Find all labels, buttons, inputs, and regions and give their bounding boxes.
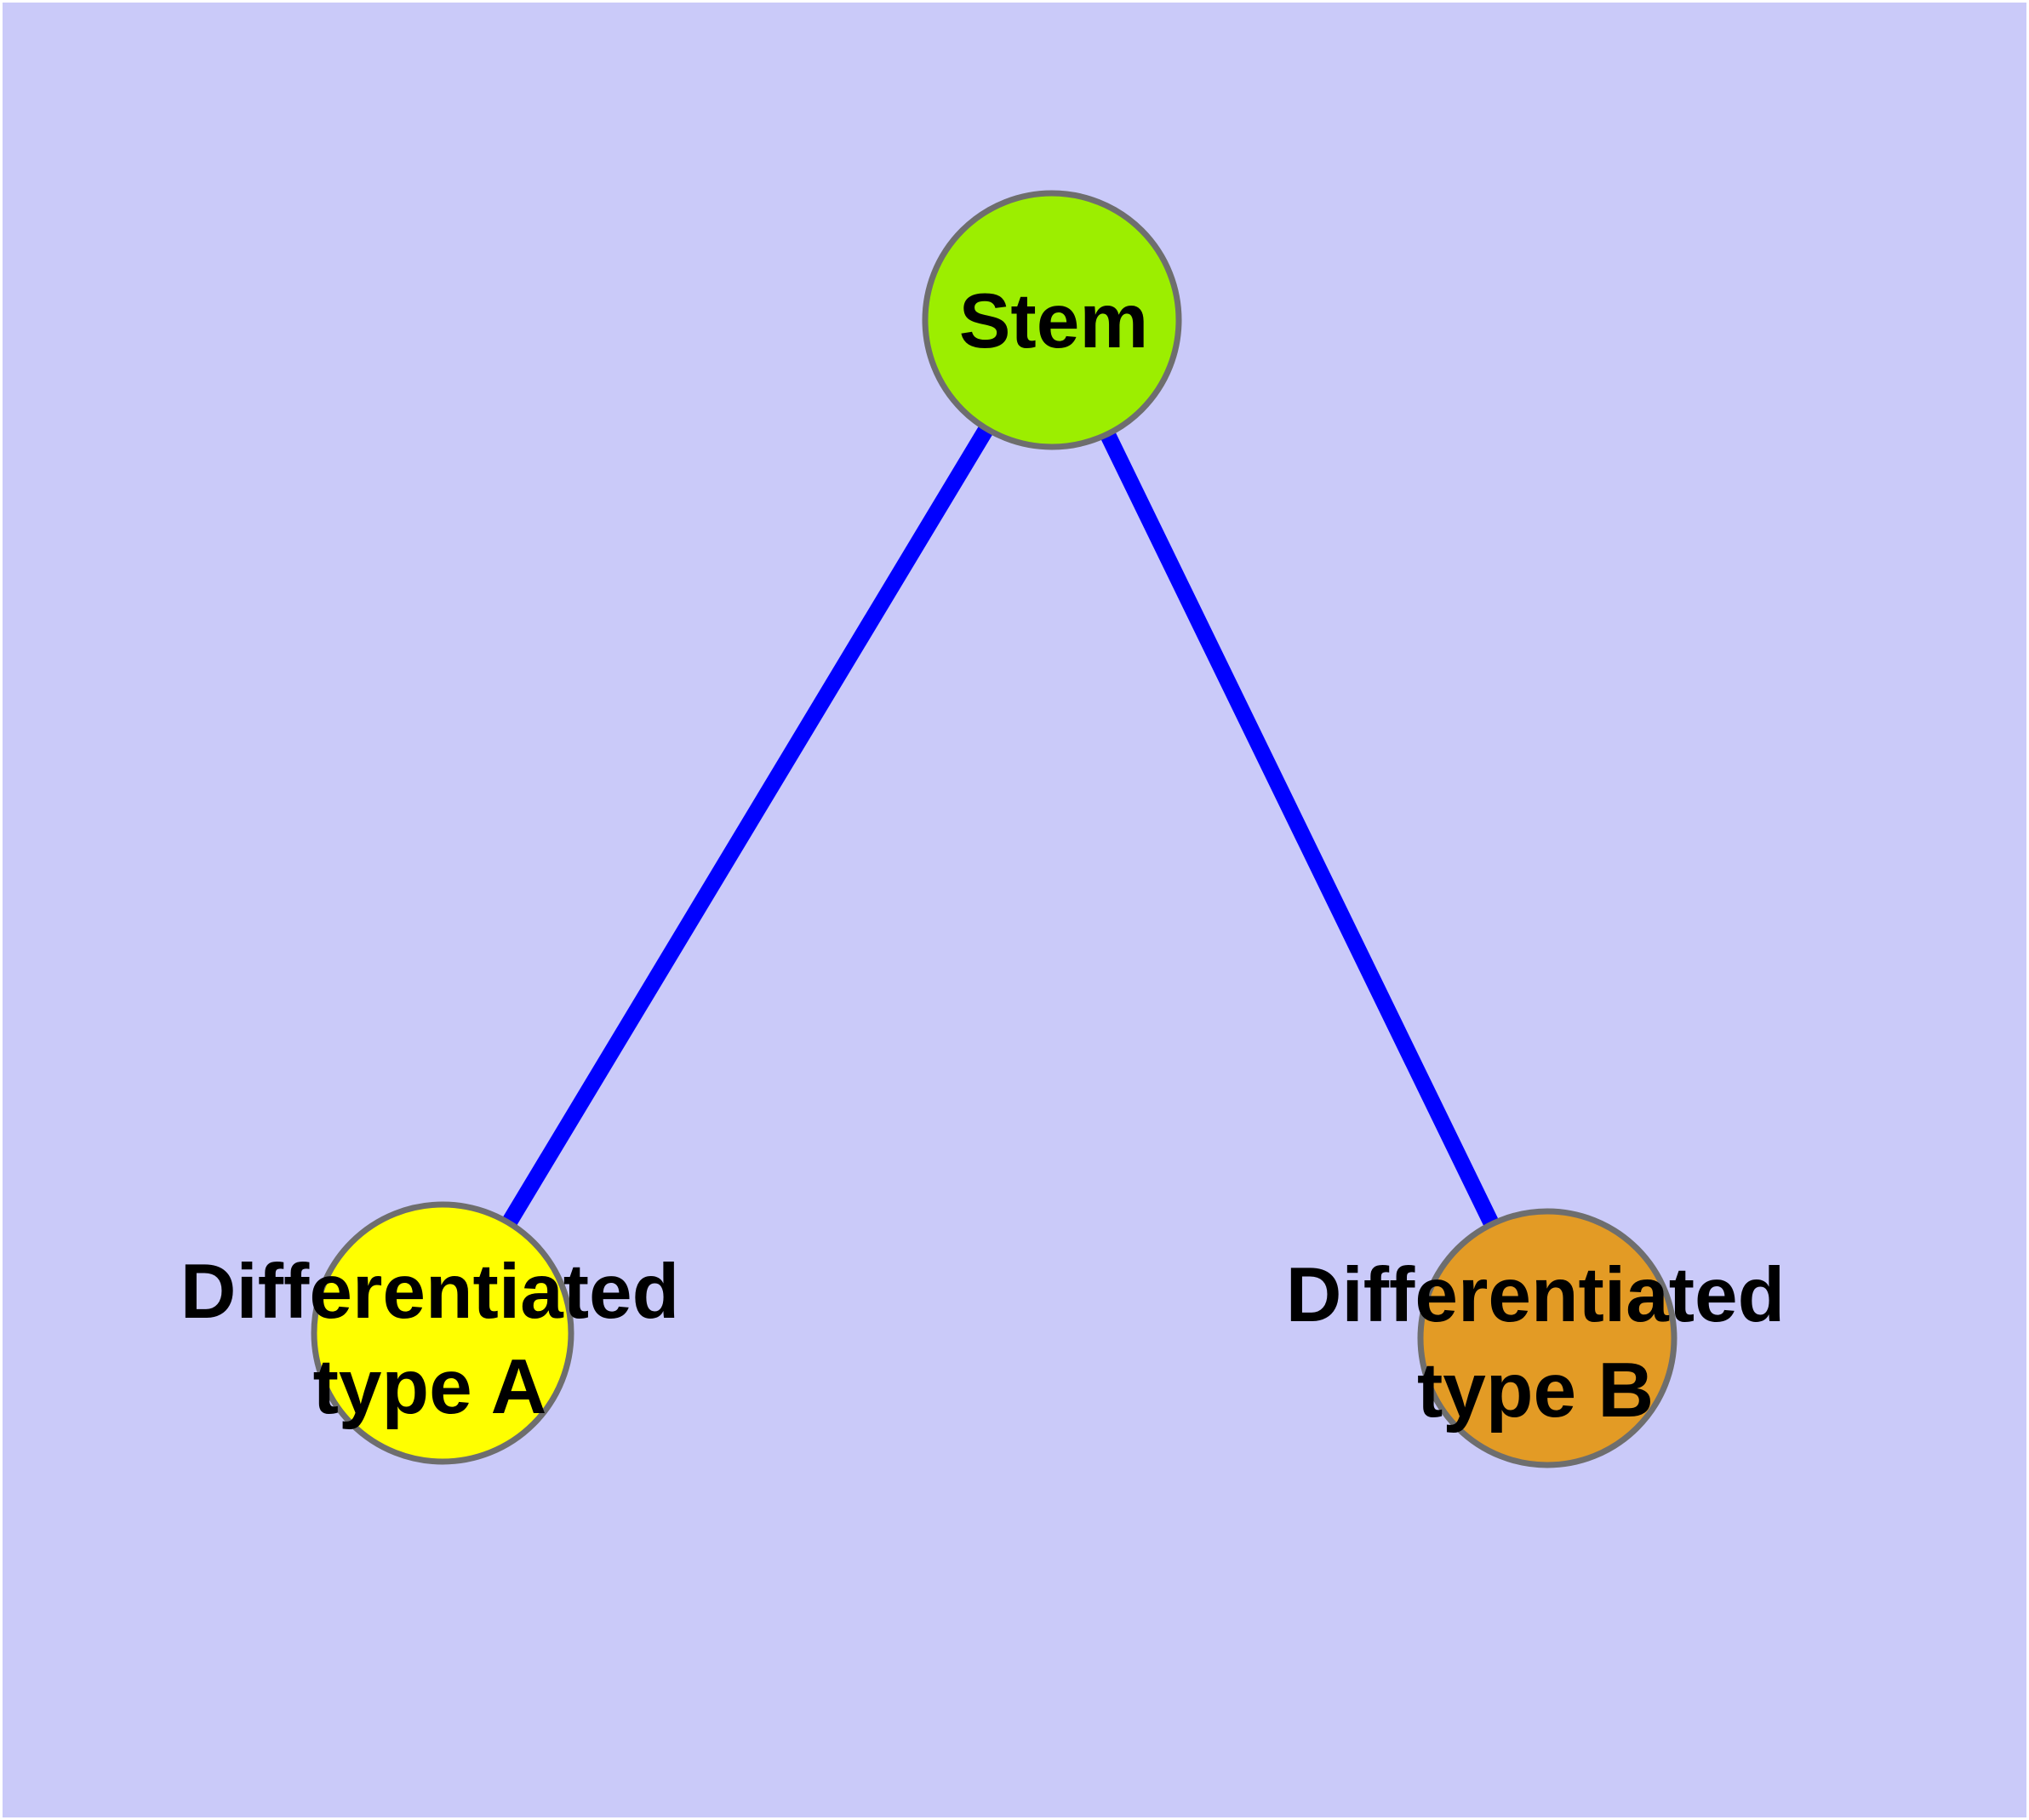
- node-stem: Stem: [922, 190, 1182, 450]
- node-type-a: Differentiated type A: [180, 1201, 680, 1465]
- node-type-b-label-line-2: type B: [1417, 1348, 1654, 1434]
- node-type-b-label-line-1: Differentiated: [1286, 1252, 1786, 1338]
- edge-stem-to-type-a: [435, 316, 1060, 1337]
- node-stem-circle: [922, 190, 1182, 450]
- edges: [435, 316, 1555, 1342]
- node-type-a-label-line-1: Differentiated: [180, 1249, 680, 1335]
- edge-stem-to-type-b: [1044, 316, 1555, 1342]
- node-type-b-circle: [1417, 1208, 1677, 1468]
- node-type-b: Differentiated type B: [1286, 1208, 1786, 1468]
- node-stem-label: Stem: [959, 278, 1149, 364]
- node-type-a-circle: [311, 1201, 574, 1465]
- node-type-a-label-line-2: type A: [313, 1344, 547, 1430]
